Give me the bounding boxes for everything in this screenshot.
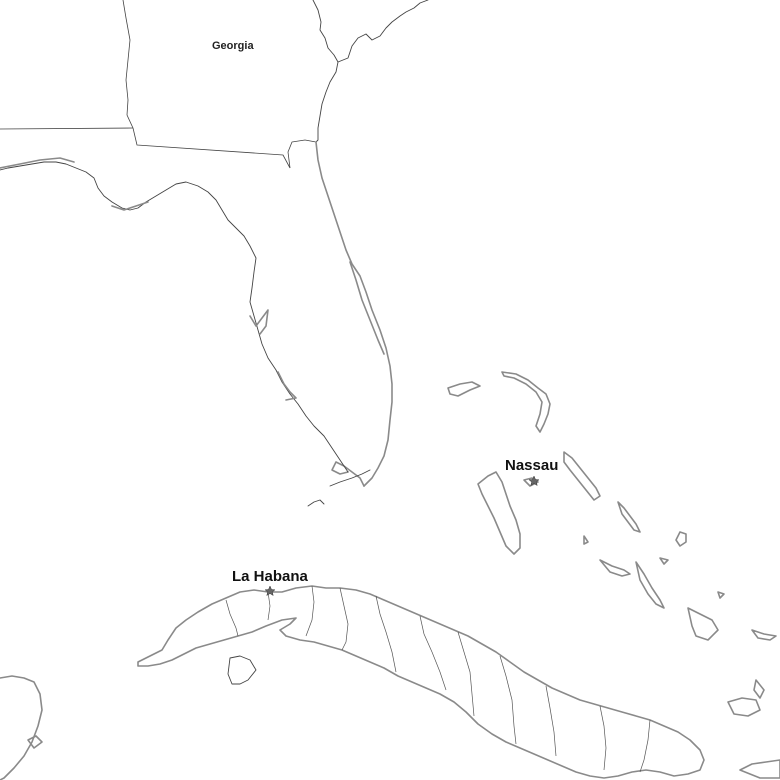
label-georgia: Georgia	[212, 40, 254, 52]
label-havana: La Habana	[232, 568, 309, 585]
florida-keys	[307, 469, 371, 507]
map-labels: Georgia Nassau La Habana	[212, 40, 558, 585]
georgia-borders	[0, 0, 317, 169]
label-nassau: Nassau	[505, 457, 558, 474]
nassau-star-icon	[528, 475, 540, 487]
bahamas-islands	[447, 371, 780, 779]
southeast-us-coastline	[312, 0, 429, 143]
florida-coastline	[0, 141, 393, 487]
havana-star-icon	[264, 585, 276, 597]
cuba-coastline	[137, 585, 705, 779]
cuba-province-borders	[225, 585, 651, 773]
yucatan-coastline	[0, 675, 43, 780]
capital-markers	[264, 475, 540, 597]
